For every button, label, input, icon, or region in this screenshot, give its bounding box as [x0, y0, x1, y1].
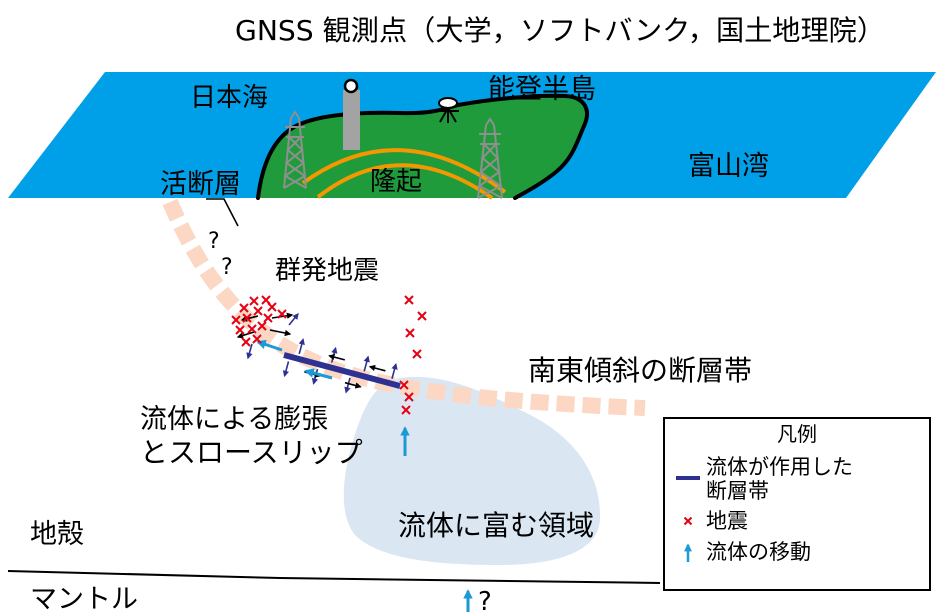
uplift-contour-inner — [316, 163, 494, 200]
label-active-fault: 活断層 — [160, 169, 241, 200]
label-crust: 地殻 — [30, 519, 84, 550]
moho-boundary-line — [7, 570, 661, 584]
shear-arrow — [236, 331, 255, 339]
earthquake-marker — [404, 392, 414, 402]
slow-slip-arrow — [304, 368, 333, 380]
active-fault-pointer — [206, 198, 239, 227]
shear-arrow — [269, 329, 292, 337]
earthquake-marker — [399, 380, 409, 390]
earthquake-marker — [405, 328, 415, 338]
expansion-arrow — [298, 338, 305, 355]
earthquake-marker — [252, 334, 262, 344]
expansion-arrow — [311, 368, 319, 385]
expansion-arrow — [344, 377, 351, 394]
legend-title: 凡例 — [777, 422, 817, 446]
expansion-arrow — [282, 361, 290, 378]
expansion-arrow — [288, 313, 299, 326]
earthquake-marker — [235, 325, 245, 335]
fluid-rich-region — [343, 376, 601, 565]
uplift-contour-outer — [301, 148, 507, 194]
earthquake-marker — [249, 296, 259, 306]
legend-fault-label-line2: 断層帯 — [706, 479, 769, 503]
question-mark: ? — [221, 255, 233, 280]
shear-arrow — [344, 381, 362, 389]
cell-tower-icon — [477, 117, 503, 199]
earthquake-marker — [277, 309, 287, 319]
label-sea-of-japan: 日本海 — [190, 83, 268, 113]
legend-box — [663, 417, 931, 591]
expansion-arrow — [246, 343, 253, 360]
cell-tower-icon — [283, 110, 307, 189]
earthquake-marker — [253, 306, 263, 316]
earthquake-marker — [247, 324, 257, 334]
label-noto-peninsula: 能登半島 — [488, 74, 596, 105]
question-mark: ? — [478, 587, 492, 614]
legend-earthquake-swatch — [683, 516, 693, 526]
earthquake-marker — [412, 349, 422, 359]
shear-arrow — [328, 354, 346, 361]
legend-fluid-flow-label: 流体の移動 — [706, 540, 811, 564]
earthquake-marker — [404, 295, 414, 305]
expansion-arrow — [391, 362, 398, 379]
label-expansion-line2: とスロースリップ — [140, 436, 363, 469]
label-fault-zone: 南東傾斜の断層帯 — [528, 354, 752, 387]
label-fluid-rich-region: 流体に富む領域 — [398, 509, 594, 542]
earthquake-marker — [241, 337, 251, 347]
earthquake-marker — [242, 313, 252, 323]
earthquake-marker — [257, 321, 267, 331]
earthquake-marker — [231, 315, 241, 325]
expansion-arrow — [363, 355, 370, 372]
earthquake-marker — [401, 405, 411, 415]
expansion-arrow — [330, 346, 338, 363]
diagram-title: GNSS 観測点（大学，ソフトバンク，国土地理院） — [235, 14, 885, 47]
legend-earthquake-label: 地震 — [706, 509, 748, 533]
fluid-affected-fault-line — [283, 352, 401, 389]
slow-slip-arrow — [256, 339, 283, 352]
earthquake-marker — [267, 302, 277, 312]
shear-arrow — [368, 364, 386, 372]
earthquake-swarm — [231, 295, 427, 415]
label-mantle: マントル — [30, 584, 138, 614]
shear-arrow — [271, 312, 294, 319]
gnss-pillar-icon — [343, 78, 360, 150]
earthquake-marker — [263, 313, 273, 323]
label-toyama-bay: 富山湾 — [688, 151, 769, 182]
label-uplift: 隆起 — [370, 167, 422, 197]
label-expansion-line1: 流体による膨張 — [140, 404, 328, 435]
label-earthquake-swarm: 群発地震 — [275, 256, 379, 286]
question-mark: ? — [208, 229, 220, 254]
legend-fault-label-line1: 流体が作用した — [706, 455, 853, 479]
gnss-antenna-icon — [437, 97, 459, 123]
legend: 凡例 流体が作用した 断層帯 地震 流体の移動 — [663, 417, 931, 591]
earthquake-marker — [417, 311, 427, 321]
earthquake-marker — [239, 303, 249, 313]
